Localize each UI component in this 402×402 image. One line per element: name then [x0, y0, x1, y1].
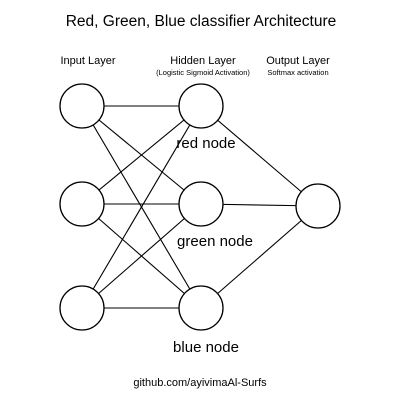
output-node: [295, 183, 341, 229]
output-layer-label: Output Layer: [266, 55, 330, 67]
hidden-green-node: [178, 181, 224, 227]
input-layer-label: Input Layer: [60, 55, 116, 67]
edge-hidden-3-output: [200, 205, 319, 309]
hidden-layer-activation: (Logistic Sigmoid Activation): [156, 68, 250, 77]
hidden-layer-label: Hidden Layer: [170, 55, 236, 67]
hidden-blue-node: [178, 285, 224, 331]
input-node-3: [59, 285, 105, 331]
hidden-red-node: [178, 83, 224, 129]
edge-input-3-hidden-2: [81, 203, 202, 309]
green-node-label: green node: [177, 233, 253, 250]
nodes: [59, 83, 341, 331]
diagram-title: Red, Green, Blue classifier Architecture: [65, 13, 337, 30]
edge-input-3-hidden-1: [81, 105, 202, 309]
output-layer-activation: Softmax activation: [267, 68, 329, 77]
edge-hidden-1-output: [200, 105, 319, 207]
input-node-2: [59, 181, 105, 227]
github-credit: github.com/ayivimaAl-Surfs: [133, 377, 267, 389]
blue-node-label: blue node: [173, 339, 239, 356]
red-node-label: red node: [176, 135, 236, 152]
edge-input-2-hidden-1: [81, 105, 202, 205]
input-node-1: [59, 83, 105, 129]
